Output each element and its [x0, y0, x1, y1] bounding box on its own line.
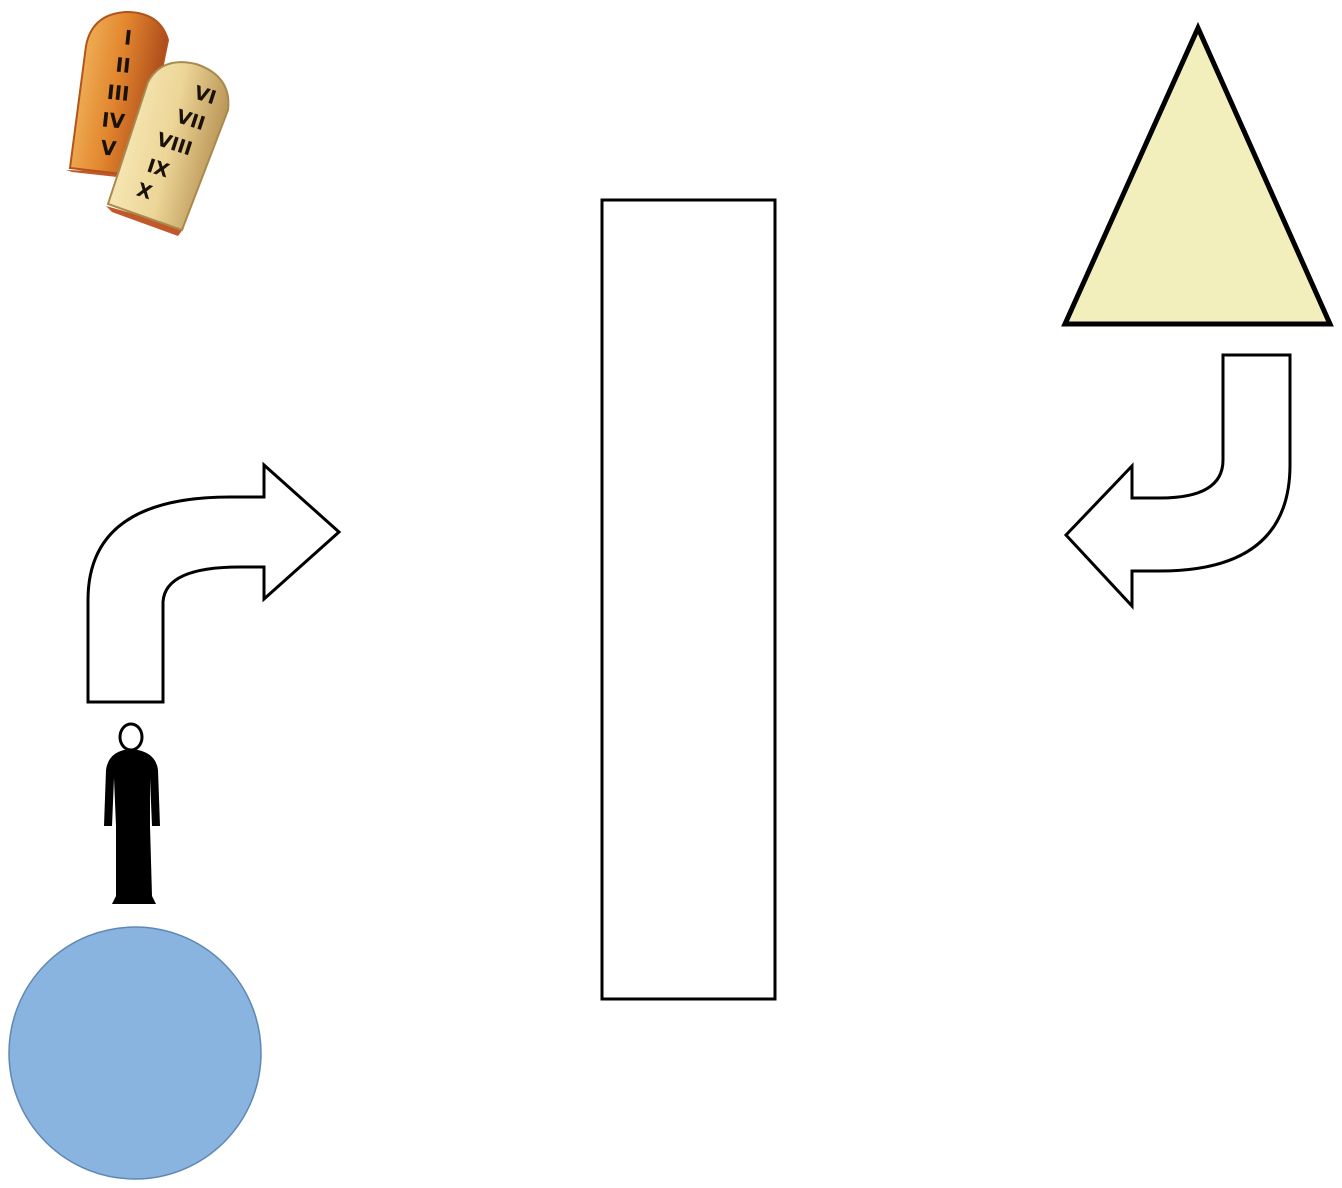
triangle-shape — [1061, 21, 1334, 327]
tablet-right-base — [106, 206, 184, 236]
stone-tablets-icon: I II III IV V VI VII VIII IX X — [66, 10, 230, 236]
blue-circle — [8, 926, 262, 1180]
center-rectangle — [600, 198, 777, 1001]
person-head — [118, 722, 144, 752]
tablet-right: VI VII VIII IX X — [106, 61, 230, 236]
numeral-left-2: II — [114, 52, 131, 77]
numeral-right-10: X — [134, 179, 155, 205]
numeral-left-1: I — [123, 25, 133, 50]
numeral-left-5: V — [99, 135, 117, 161]
person-body — [104, 750, 160, 904]
tablet-right-body — [106, 61, 230, 232]
u-turn-left-arrow-icon — [1063, 353, 1292, 610]
tablet-left: I II III IV V — [66, 10, 170, 178]
person-icon — [104, 722, 160, 904]
turn-right-arrow-icon — [86, 461, 342, 704]
numeral-left-4: IV — [101, 107, 127, 133]
numeral-left-3: III — [106, 80, 131, 106]
